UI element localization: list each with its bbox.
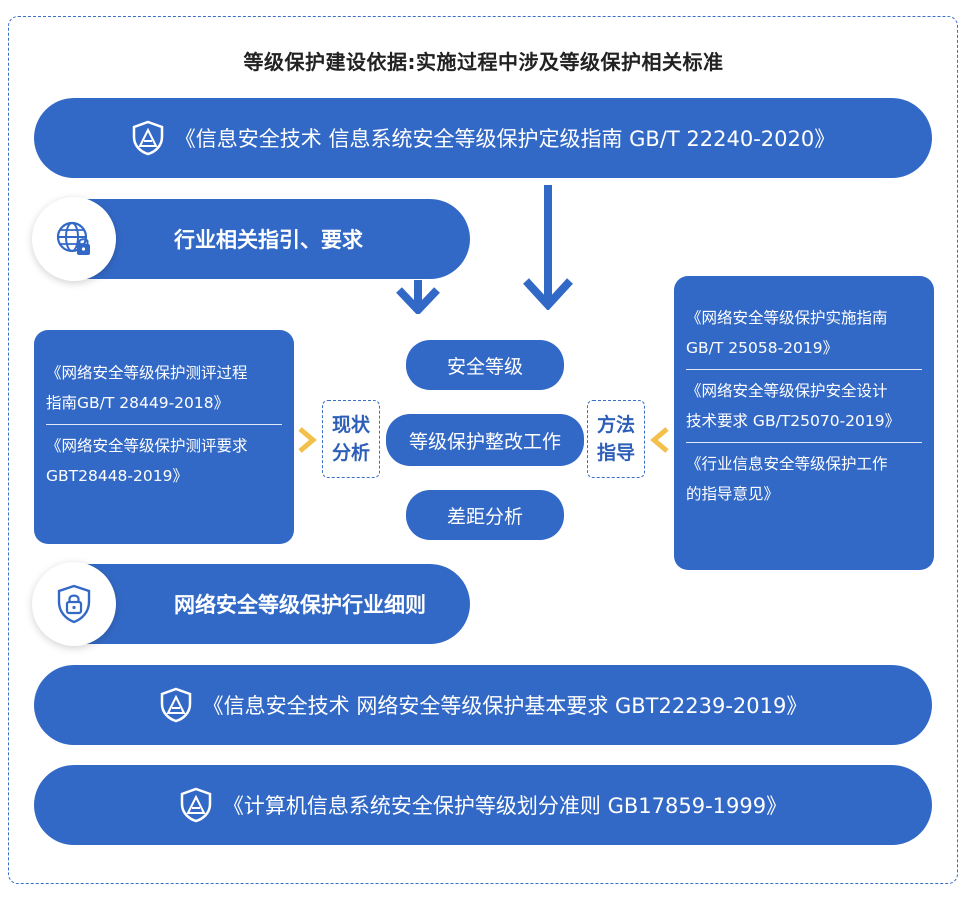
- divider: [46, 424, 282, 425]
- shield-lock-icon: [57, 584, 91, 624]
- right-standards-box: 《网络安全等级保护实施指南 GB/T 25058-2019》 《网络安全等级保护…: [674, 276, 934, 570]
- shield-warning-icon: [180, 787, 212, 823]
- top-standard-text: 《信息安全技术 信息系统安全等级保护定级指南 GB/T 22240-2020》: [174, 127, 836, 151]
- page-title: 等级保护建设依据:实施过程中涉及等级保护相关标准: [243, 50, 724, 74]
- gap-analysis-pill: 差距分析: [406, 490, 564, 540]
- globe-lock-icon: [56, 221, 90, 255]
- left-standards-box: 《网络安全等级保护测评过程 指南GB/T 28449-2018》 《网络安全等级…: [34, 330, 294, 544]
- industry-rules-text: 网络安全等级保护行业细则: [174, 593, 426, 617]
- industry-guide-pill: 行业相关指引、要求: [72, 199, 470, 279]
- shield-warning-icon: [132, 120, 164, 156]
- method-guidance-line-1: 方法: [596, 414, 635, 436]
- left-item-1-line-1: 《网络安全等级保护测评过程: [46, 364, 248, 382]
- status-analysis-line-2: 分析: [331, 442, 370, 464]
- down-arrow-long: [523, 185, 573, 310]
- left-item-1-line-2: 指南GB/T 28449-2018》: [46, 394, 230, 412]
- method-guidance-label: 方法 指导: [587, 400, 645, 478]
- status-analysis-label: 现状 分析: [322, 400, 380, 478]
- industry-guide-icon-circle: [32, 197, 116, 281]
- right-item-1-line-1: 《网络安全等级保护实施指南: [686, 309, 888, 327]
- method-guidance-line-2: 指导: [596, 442, 635, 464]
- industry-rules-icon-circle: [32, 562, 116, 646]
- security-level-pill: 安全等级: [406, 340, 564, 390]
- right-item-2-line-1: 《网络安全等级保护安全设计: [686, 382, 888, 400]
- right-item-1-line-2: GB/T 25058-2019》: [686, 339, 839, 357]
- right-item-3-line-1: 《行业信息安全等级保护工作: [686, 455, 888, 473]
- right-item-2-line-2: 技术要求 GB/T25070-2019》: [686, 412, 901, 430]
- divider: [686, 369, 922, 370]
- right-pointing-arrow: [298, 427, 317, 453]
- rectification-work-pill: 等级保护整改工作: [386, 414, 584, 466]
- down-arrow-short: [396, 280, 440, 314]
- shield-warning-icon: [160, 687, 191, 723]
- basic-requirements-pill: 《信息安全技术 网络安全等级保护基本要求 GBT22239-2019》: [34, 665, 932, 745]
- outer-frame: [8, 16, 958, 884]
- basic-requirements-text: 《信息安全技术 网络安全等级保护基本要求 GBT22239-2019》: [202, 694, 808, 718]
- left-item-2-line-2: GBT28448-2019》: [46, 467, 188, 485]
- industry-rules-pill: 网络安全等级保护行业细则: [72, 564, 470, 644]
- left-item-2-line-1: 《网络安全等级保护测评要求: [46, 437, 248, 455]
- right-item-3-line-2: 的指导意见》: [686, 485, 780, 503]
- industry-guide-text: 行业相关指引、要求: [174, 228, 363, 252]
- left-pointing-arrow: [650, 427, 669, 453]
- status-analysis-line-1: 现状: [331, 414, 370, 436]
- top-standard-pill: 《信息安全技术 信息系统安全等级保护定级指南 GB/T 22240-2020》: [34, 98, 932, 178]
- divider: [686, 442, 922, 443]
- division-criteria-text: 《计算机信息系统安全保护等级划分准则 GB17859-1999》: [222, 794, 788, 818]
- division-criteria-pill: 《计算机信息系统安全保护等级划分准则 GB17859-1999》: [34, 765, 932, 845]
